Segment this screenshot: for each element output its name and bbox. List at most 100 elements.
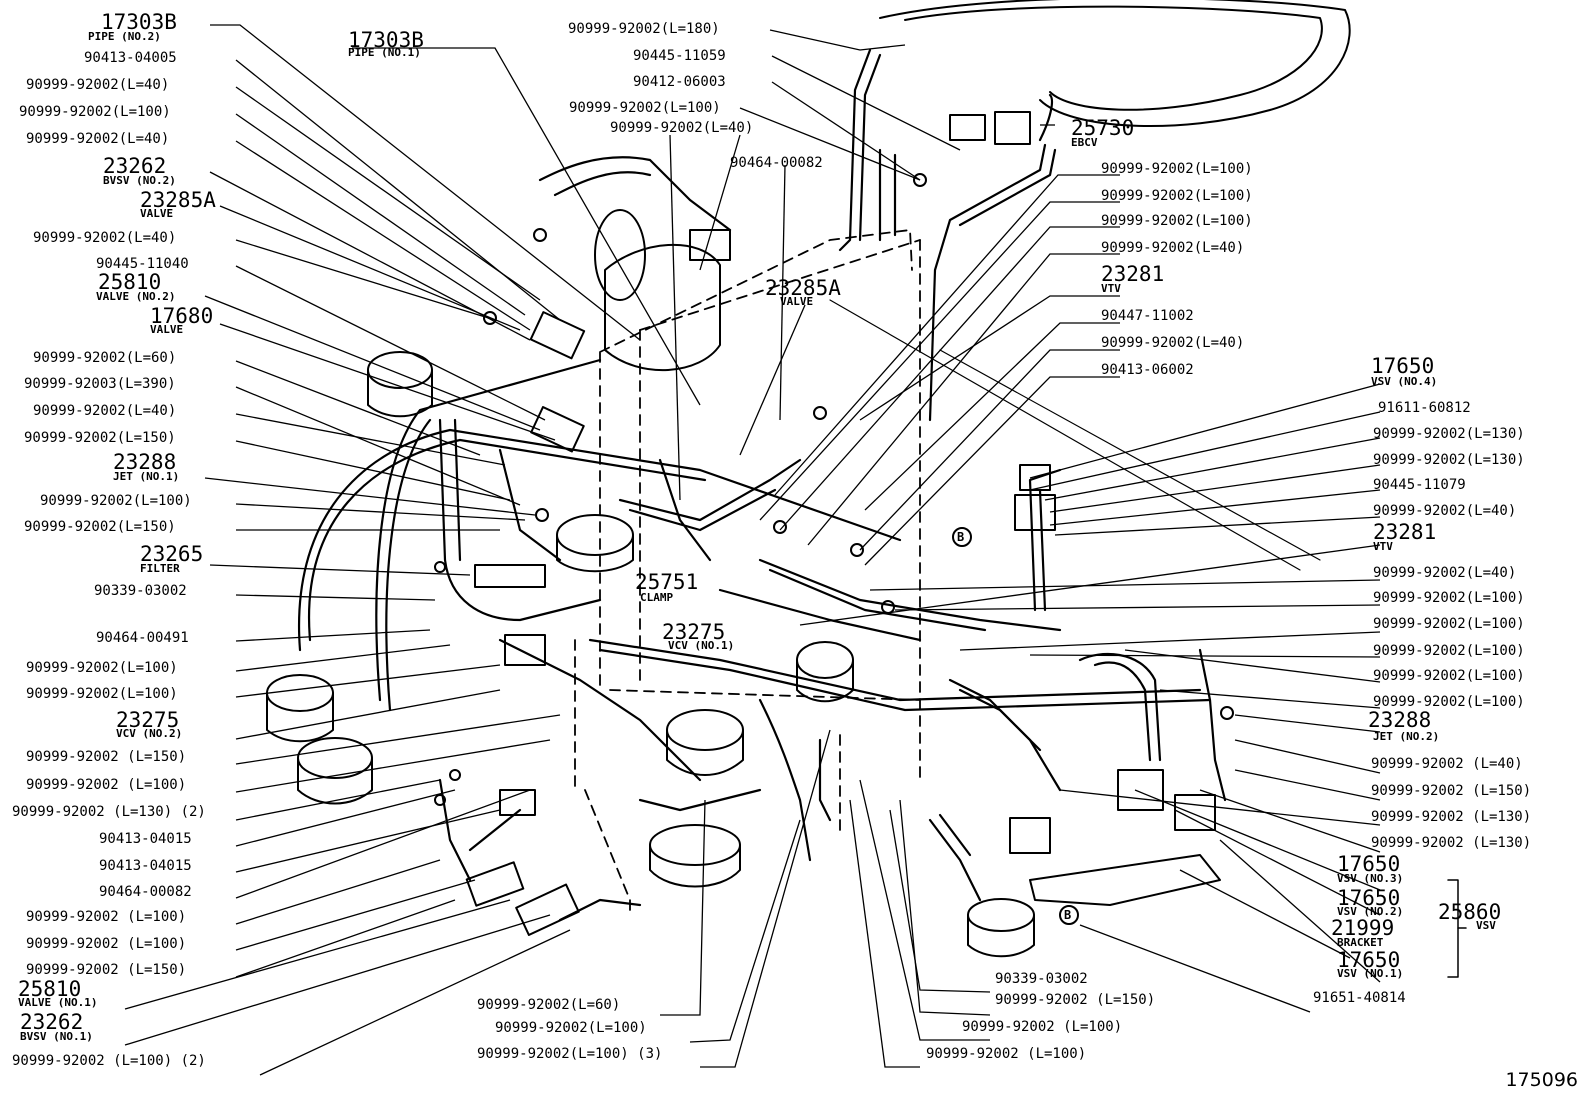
right-label: 91611-60812 [1378, 400, 1471, 416]
part-number: 23265 [140, 542, 204, 566]
right-label: 90999-92002(L=100) [1373, 643, 1525, 659]
left-label: 90999-92002(L=150) [24, 430, 176, 446]
top-label: 90445-11059 [633, 48, 726, 64]
vsv-units [949, 111, 1216, 854]
part-name: VSV (NO.2) [1337, 905, 1404, 918]
marker-b-circle [952, 527, 972, 547]
part-name: PIPE (NO.2) [88, 30, 161, 43]
vacuum-hoses [297, 48, 1227, 922]
part-name: VTV [1373, 540, 1393, 553]
part-number: 23262 [20, 1010, 84, 1034]
left-label: 90413-04015 [99, 831, 192, 847]
part-number: 17650 [1337, 852, 1401, 876]
part-name: CLAMP [640, 591, 674, 604]
center-right-label: 90999-92002(L=100) [1101, 188, 1253, 204]
part-name: VSV (NO.1) [1337, 967, 1404, 980]
part-name: VALVE [140, 207, 174, 220]
right-label: 91651-40814 [1313, 990, 1406, 1006]
right-label: 90999-92002 (L=40) [1371, 756, 1523, 772]
part-name: BVSV (NO.1) [20, 1030, 93, 1043]
top-label: 90464-00082 [730, 155, 823, 171]
left-label: 90464-00082 [99, 884, 192, 900]
part-number: 17303B [348, 28, 424, 52]
bottom-label: 90999-92002(L=100) [495, 1020, 647, 1036]
part-name: VALVE (NO.2) [96, 290, 176, 303]
left-label: 90339-03002 [94, 583, 187, 599]
right-label: 90999-92002(L=40) [1373, 503, 1517, 519]
part-number: 23262 [103, 154, 167, 178]
vsv-bracket [1029, 854, 1221, 906]
left-label: 90999-92002(L=40) [33, 230, 177, 246]
part-number: 17650 [1337, 948, 1401, 972]
right-label: 90999-92002(L=130) [1373, 452, 1525, 468]
right-label: 90999-92002(L=100) [1373, 668, 1525, 684]
engine-block-outline [574, 229, 921, 911]
left-label: 90999-92002(L=100) [40, 493, 192, 509]
part-name: FILTER [140, 562, 180, 575]
bottom-label: 90999-92002(L=100) (3) [477, 1046, 663, 1062]
air-cleaner-outline [879, 0, 1351, 128]
bottom-label: 90999-92002 (L=100) [962, 1019, 1123, 1035]
part-name: VALVE [150, 323, 184, 336]
part-name: VALVE (NO.1) [18, 996, 98, 1009]
part-name: EBCV [1071, 136, 1098, 149]
right-label: 90999-92002(L=100) [1373, 616, 1525, 632]
bottom-label: 90339-03002 [995, 971, 1088, 987]
right-label: 90999-92002 (L=130) [1371, 835, 1532, 851]
left-label: 90999-92002(L=150) [24, 519, 176, 535]
part-name: JET (NO.1) [113, 470, 180, 483]
hose-fittings [434, 173, 1234, 806]
part-name: PIPE (NO.1) [348, 46, 421, 59]
center-right-label: 90999-92002(L=40) [1101, 240, 1245, 256]
center-right-label: 90999-92002(L=100) [1101, 161, 1253, 177]
left-label: 90999-92002 (L=100) (2) [12, 1053, 206, 1069]
right-label: 90999-92002(L=100) [1373, 590, 1525, 606]
marker-b: B [1064, 908, 1072, 922]
right-label: 90999-92002(L=130) [1373, 426, 1525, 442]
right-label: 90999-92002 (L=150) [1371, 783, 1532, 799]
top-label: 90412-06003 [633, 74, 726, 90]
left-label: 90999-92002 (L=100) [26, 777, 187, 793]
part-number: 25751 [635, 570, 699, 594]
part-name: BVSV (NO.2) [103, 174, 176, 187]
left-label: 90413-04005 [84, 50, 177, 66]
left-label: 90999-92002 (L=150) [26, 749, 187, 765]
top-label: 90999-92002(L=180) [568, 21, 720, 37]
part-number: 25860 [1438, 900, 1502, 924]
part-number: 17680 [150, 304, 214, 328]
part-name: VSV (NO.3) [1337, 872, 1404, 885]
part-name: VTV [1101, 282, 1121, 295]
part-name: VCV (NO.2) [116, 727, 183, 740]
bottom-label: 90999-92002 (L=100) [926, 1046, 1087, 1062]
left-label: 90999-92003(L=390) [24, 376, 176, 392]
left-label: 90999-92002 (L=100) [26, 909, 187, 925]
right-label: 90445-11079 [1373, 477, 1466, 493]
part-number: 23281 [1373, 520, 1437, 544]
part-name: VALVE [780, 295, 814, 308]
bvsv-switches [465, 229, 731, 937]
right-label: 90999-92002(L=100) [1373, 694, 1525, 710]
left-label: 90999-92002(L=40) [26, 131, 170, 147]
part-name: BRACKET [1337, 936, 1384, 949]
part-number: 21999 [1331, 916, 1395, 940]
top-label: 90999-92002(L=100) [569, 100, 721, 116]
left-label: 90999-92002(L=40) [26, 77, 170, 93]
part-number: 23285A [765, 276, 841, 300]
left-label: 90999-92002(L=100) [26, 660, 178, 676]
left-label: 90445-11040 [96, 256, 189, 272]
part-number: 25810 [18, 977, 82, 1001]
part-number: 23285A [140, 188, 216, 212]
part-number: 23288 [113, 450, 177, 474]
part-name: VSV (NO.4) [1371, 375, 1438, 388]
part-name: JET (NO.2) [1373, 730, 1440, 743]
bottom-label: 90999-92002 (L=150) [995, 992, 1156, 1008]
part-number: 17650 [1371, 354, 1435, 378]
leader-lines [124, 24, 1381, 1076]
illustration-id: 175096 [1505, 1069, 1578, 1091]
right-label: 90999-92002 (L=130) [1371, 809, 1532, 825]
part-number: 23275 [116, 708, 180, 732]
canister-top [594, 209, 646, 301]
top-label: 90999-92002(L=40) [610, 120, 754, 136]
